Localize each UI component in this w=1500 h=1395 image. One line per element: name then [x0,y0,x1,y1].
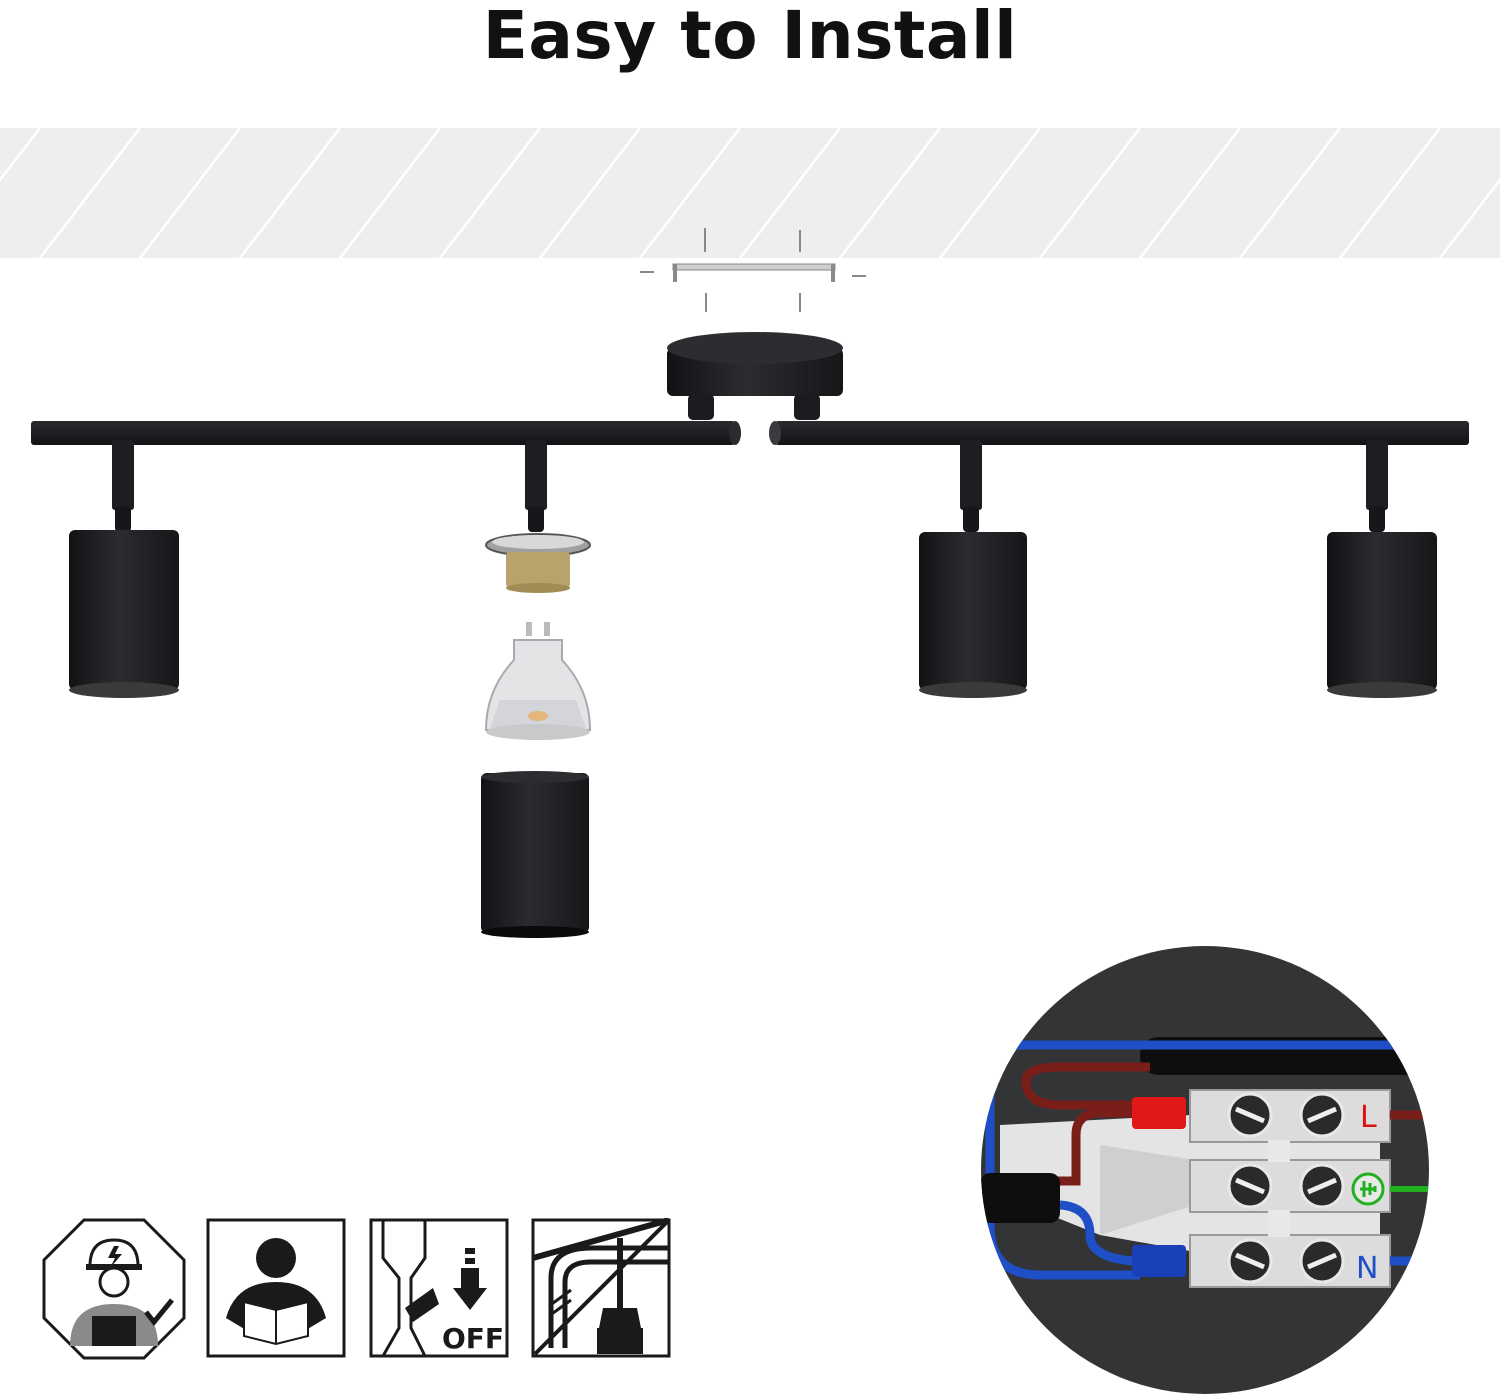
gu10-bulb [484,622,592,740]
spotlight-1 [69,440,179,698]
mounting-bracket [672,263,836,282]
neutral-label: N [1356,1251,1378,1286]
read-manual-icon [206,1218,346,1358]
mounting-screws [640,228,866,312]
track-bars [31,421,1469,445]
ceiling [0,128,1500,258]
spotlight-2-exploded [481,440,592,938]
wiring-detail: L N [981,946,1429,1394]
live-label: L [1360,1100,1377,1135]
earth-icon [1351,1172,1385,1206]
page-title: Easy to Install [482,0,1018,74]
electrician-icon [42,1218,186,1360]
ceiling-canopy [667,332,843,420]
no-drill-pipes-icon [531,1218,671,1358]
power-off-icon: OFF [369,1218,509,1358]
spotlight-3 [919,440,1027,698]
lamp-holder [485,533,591,593]
spotlight-4 [1327,440,1437,698]
power-off-label: OFF [442,1322,504,1355]
lamp-shade [481,771,589,938]
